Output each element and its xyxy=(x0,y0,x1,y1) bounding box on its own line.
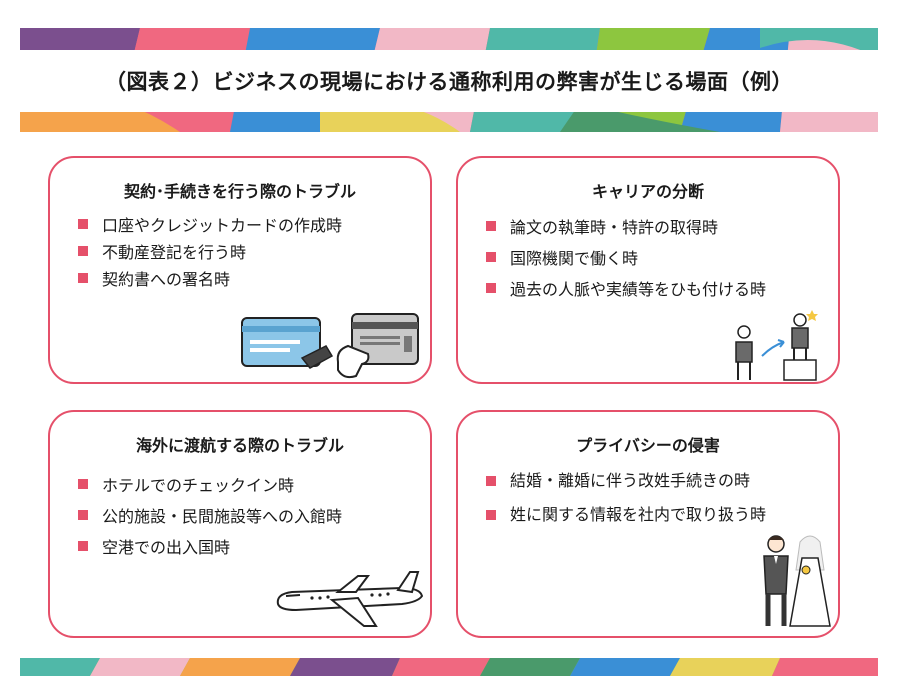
list-item: 国際機関で働く時 xyxy=(486,241,828,272)
card-privacy: プライバシーの侵害 結婚・離婚に伴う改姓手続きの時 姓に関する情報を社内で取り扱… xyxy=(456,410,840,638)
career-step-icon xyxy=(735,310,818,381)
list-item: 公的施設・民間施設等への入館時 xyxy=(78,499,420,530)
bullet-icon xyxy=(78,272,88,283)
airplane-icon xyxy=(276,571,424,627)
bullet-icon xyxy=(486,220,496,231)
bottom-decorative-band xyxy=(20,658,878,676)
list-item: 不動産登記を行う時 xyxy=(78,237,420,264)
card-travel: 海外に渡航する際のトラブル ホテルでのチェックイン時 公的施設・民間施設等への入… xyxy=(48,410,432,638)
list-item: ホテルでのチェックイン時 xyxy=(78,468,420,499)
item-text: 国際機関で働く時 xyxy=(510,248,639,268)
item-text: 過去の人脈や実績等をひも付ける時 xyxy=(510,279,767,299)
bullet-icon xyxy=(486,282,496,293)
card-contract: 契約･手続きを行う際のトラブル 口座やクレジットカードの作成時 不動産登記を行う… xyxy=(48,156,432,384)
item-list: 口座やクレジットカードの作成時 不動産登記を行う時 契約書への署名時 xyxy=(78,210,420,291)
bullet-icon xyxy=(78,509,88,520)
item-text: 空港での出入国時 xyxy=(102,537,231,557)
card-career: キャリアの分断 論文の執筆時・特許の取得時 国際機関で働く時 過去の人脈や実績等… xyxy=(456,156,840,384)
list-item: 空港での出入国時 xyxy=(78,530,420,561)
bullet-icon xyxy=(486,251,496,262)
page-title: （図表２）ビジネスの現場における通称利用の弊害が生じる場面（例） xyxy=(105,70,793,94)
list-item: 姓に関する情報を社内で取り扱う時 xyxy=(486,498,828,532)
bullet-icon xyxy=(486,510,496,520)
list-item: 論文の執筆時・特許の取得時 xyxy=(486,210,828,241)
list-item: 契約書への署名時 xyxy=(78,264,420,291)
card-title: 契約･手続きを行う際のトラブル xyxy=(123,182,356,201)
item-list: 論文の執筆時・特許の取得時 国際機関で働く時 過去の人脈や実績等をひも付ける時 xyxy=(486,210,828,303)
item-list: 結婚・離婚に伴う改姓手続きの時 姓に関する情報を社内で取り扱う時 xyxy=(486,464,828,532)
item-text: ホテルでのチェックイン時 xyxy=(102,475,295,495)
card-title: キャリアの分断 xyxy=(591,182,704,201)
item-text: 口座やクレジットカードの作成時 xyxy=(102,215,343,235)
wedding-couple-icon xyxy=(763,535,831,627)
credit-card-icon xyxy=(241,313,419,379)
title-box: （図表２）ビジネスの現場における通称利用の弊害が生じる場面（例） xyxy=(20,50,878,112)
list-item: 口座やクレジットカードの作成時 xyxy=(78,210,420,237)
item-text: 論文の執筆時・特許の取得時 xyxy=(510,217,719,237)
item-text: 結婚・離婚に伴う改姓手続きの時 xyxy=(510,471,751,490)
bullet-icon xyxy=(78,245,88,256)
item-text: 契約書への署名時 xyxy=(102,269,231,289)
list-item: 結婚・離婚に伴う改姓手続きの時 xyxy=(486,464,828,498)
list-item: 過去の人脈や実績等をひも付ける時 xyxy=(486,272,828,303)
item-text: 公的施設・民間施設等への入館時 xyxy=(102,506,343,526)
card-title: プライバシーの侵害 xyxy=(576,436,720,455)
bullet-icon xyxy=(486,476,496,486)
item-text: 姓に関する情報を社内で取り扱う時 xyxy=(510,505,767,524)
bullet-icon xyxy=(78,540,88,551)
item-list: ホテルでのチェックイン時 公的施設・民間施設等への入館時 空港での出入国時 xyxy=(78,468,420,561)
card-title: 海外に渡航する際のトラブル xyxy=(135,436,344,455)
item-text: 不動産登記を行う時 xyxy=(102,242,247,262)
bullet-icon xyxy=(78,218,88,229)
bullet-icon xyxy=(78,478,88,489)
